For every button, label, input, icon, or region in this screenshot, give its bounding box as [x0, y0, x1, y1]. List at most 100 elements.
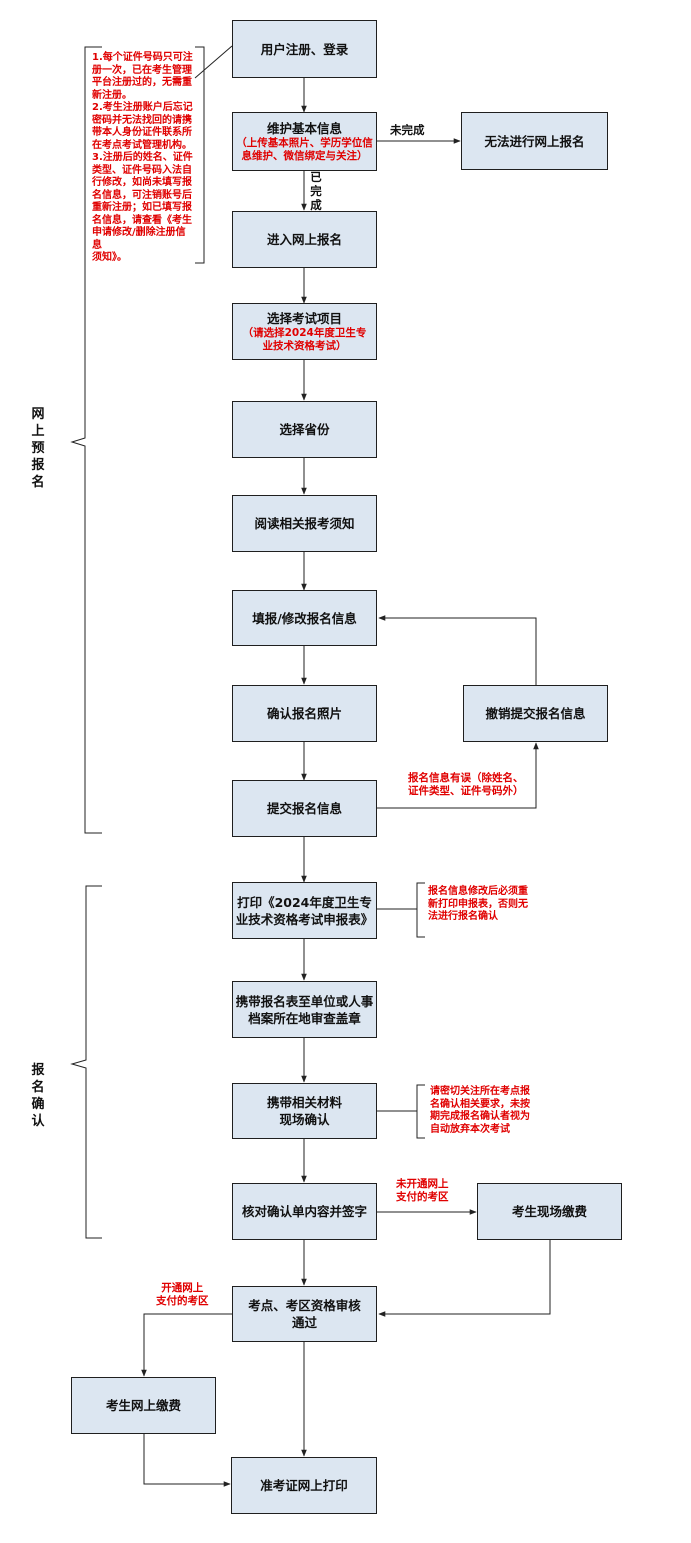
- bracket-reprint-note: [416, 882, 425, 938]
- box-label: 阅读相关报考须知: [254, 516, 355, 531]
- note-line: 名确认相关要求，未按: [430, 1098, 530, 1110]
- note-onsite: 请密切关注所在考点报 名确认相关要求，未按 期完成报名确认者视为 自动放弃本次考…: [430, 1086, 542, 1136]
- label-online-pre-registration: 网上预报名: [31, 407, 45, 490]
- box-maintain-info: 维护基本信息 （上传基本照片、学历学位信 息维护、微信绑定与关注）: [232, 112, 377, 171]
- box-select-exam: 选择考试项目 （请选择2024年度卫生专 业技术资格考试）: [232, 303, 377, 360]
- arrow-online-pay-to-admission: [143, 1434, 231, 1487]
- box-confirm-photo: 确认报名照片: [232, 685, 377, 742]
- note-connector-top: [194, 45, 233, 79]
- box-onsite-confirm: 携带相关材料 现场确认: [232, 1083, 377, 1139]
- note-line: 新注册。: [92, 89, 132, 101]
- label-registration-confirmation: 报名确认: [31, 1063, 45, 1129]
- note-line: 重新注册；如已填写报: [92, 202, 192, 213]
- box-read-notice: 阅读相关报考须知: [232, 495, 377, 552]
- box-label: 选择省份: [279, 422, 330, 437]
- box-withdraw-info: 撤销提交报名信息: [463, 685, 608, 742]
- edge-label-char: 已: [310, 170, 322, 184]
- edge-label-info-error: 报名信息有误（除姓名、 证件类型、证件号码外）: [408, 772, 524, 798]
- box-fill-info: 填报/修改报名信息: [232, 590, 377, 646]
- note-line: 密码并无法找回的请携: [92, 114, 192, 126]
- edge-label-line: 支付的考区: [156, 1295, 209, 1307]
- note-line: 法进行报名确认: [428, 911, 498, 922]
- box-verify-sign: 核对确认单内容并签字: [232, 1183, 377, 1240]
- box-select-province: 选择省份: [232, 401, 377, 458]
- box-label: 考生现场缴费: [511, 1204, 587, 1219]
- box-label: 通过: [291, 1315, 317, 1330]
- arrow-onsite-pay-to-review: [378, 1240, 551, 1317]
- note-line: 名信息，可注销账号后: [92, 189, 192, 201]
- note-line: 须知》。: [92, 252, 127, 263]
- edge-label-no-online-pay: 未开通网上 支付的考区: [396, 1178, 449, 1204]
- box-note: （请选择2024年度卫生专: [242, 327, 367, 339]
- box-review-pass: 考点、考区资格审核 通过: [232, 1286, 377, 1342]
- box-label: 现场确认: [279, 1112, 330, 1127]
- box-label: 提交报名信息: [266, 801, 342, 816]
- box-label: 准考证网上打印: [260, 1478, 348, 1493]
- bracket-registration-confirmation: [70, 885, 102, 1239]
- box-label: 维护基本信息: [266, 121, 342, 136]
- box-label: 考点、考区资格审核: [248, 1298, 361, 1313]
- box-print-form: 打印《2024年度卫生专 业技术资格考试申报表》: [232, 882, 377, 939]
- note-line: 自动放弃本次考试: [430, 1123, 510, 1135]
- box-label: 考生网上缴费: [105, 1398, 181, 1413]
- note-line: 带本人身份证件联系所: [92, 127, 192, 138]
- bracket-onsite-note: [416, 1084, 425, 1139]
- note-line: 2.考生注册账户后忘记: [92, 102, 193, 113]
- edge-label-char: 完: [310, 184, 322, 198]
- box-label: 携带报名表至单位或人事: [235, 993, 374, 1009]
- note-line: 平台注册过的，无需重: [92, 77, 192, 88]
- box-label: 填报/修改报名信息: [252, 610, 357, 626]
- note-line: 册一次，已在考生管理: [92, 64, 192, 76]
- arrow-review-to-online-pay: [141, 1313, 232, 1377]
- arrow-withdraw-to-fill: [378, 615, 537, 685]
- box-onsite-pay: 考生现场缴费: [477, 1183, 622, 1240]
- note-line: 类型、证件号码入法自: [92, 164, 192, 176]
- note-line: 申请修改/删除注册信息: [92, 227, 186, 251]
- box-label: 打印《2024年度卫生专: [237, 894, 372, 910]
- note-line: 名信息，请查看《考生: [92, 214, 192, 226]
- note-line: 在考点考试管理机构。: [92, 139, 192, 151]
- box-print-admission: 准考证网上打印: [231, 1457, 377, 1514]
- arrow-submit-to-withdraw: [377, 742, 539, 809]
- edge-label-line: 报名信息有误（除姓名、: [408, 772, 524, 784]
- box-enter-online: 进入网上报名: [232, 211, 377, 268]
- box-label: 进入网上报名: [266, 232, 342, 247]
- note-line: 3.注册后的姓名、证件: [92, 152, 193, 163]
- box-submit-info: 提交报名信息: [232, 780, 377, 837]
- box-note: 息维护、微信绑定与关注）: [241, 150, 368, 162]
- note-reprint: 报名信息修改后必须重 新打印申报表，否则无 法进行报名确认: [428, 886, 540, 924]
- box-stamp: 携带报名表至单位或人事 档案所在地审查盖章: [232, 981, 377, 1038]
- box-note: 业技术资格考试）: [262, 340, 347, 352]
- edge-label-char: 成: [310, 198, 322, 212]
- edge-label-online-pay-area: 开通网上 支付的考区: [156, 1282, 209, 1308]
- note-line: 1.每个证件号码只可注: [92, 52, 193, 63]
- box-note: （上传基本照片、学历学位信: [236, 137, 373, 149]
- note-line: 期完成报名确认者视为: [430, 1111, 530, 1122]
- box-label: 选择考试项目: [266, 311, 342, 326]
- box-label: 无法进行网上报名: [484, 133, 585, 149]
- edge-label-not-completed: 未完成: [390, 123, 425, 137]
- note-line: 请密切关注所在考点报: [430, 1086, 530, 1097]
- box-label: 用户注册、登录: [260, 41, 349, 57]
- box-label: 业技术资格考试申报表》: [235, 911, 374, 927]
- box-label: 撤销提交报名信息: [485, 706, 586, 721]
- box-label: 确认报名照片: [266, 706, 342, 721]
- box-label: 核对确认单内容并签字: [241, 1204, 367, 1219]
- edge-label-line: 开通网上: [161, 1282, 204, 1294]
- note-registration-rules: 1.每个证件号码只可注 册一次，已在考生管理 平台注册过的，无需重 新注册。 2…: [92, 52, 194, 265]
- box-label: 档案所在地审查盖章: [248, 1010, 361, 1026]
- note-line: 新打印申报表，否则无: [428, 898, 528, 910]
- edge-label-line: 未开通网上: [396, 1178, 449, 1190]
- note-line: 报名信息修改后必须重: [428, 886, 528, 897]
- bracket-top-note: [195, 46, 205, 264]
- note-line: 行修改，如尚未填写报: [92, 177, 192, 188]
- box-register-login: 用户注册、登录: [232, 20, 377, 78]
- box-label: 携带相关材料: [266, 1095, 342, 1110]
- edge-label-line: 证件类型、证件号码外）: [408, 785, 524, 797]
- box-online-pay: 考生网上缴费: [71, 1377, 216, 1434]
- bracket-online-pre-registration: [70, 46, 102, 834]
- edge-label-line: 支付的考区: [396, 1191, 449, 1203]
- box-cannot-register: 无法进行网上报名: [461, 112, 608, 170]
- edge-label-completed: 已 完 成: [310, 170, 322, 212]
